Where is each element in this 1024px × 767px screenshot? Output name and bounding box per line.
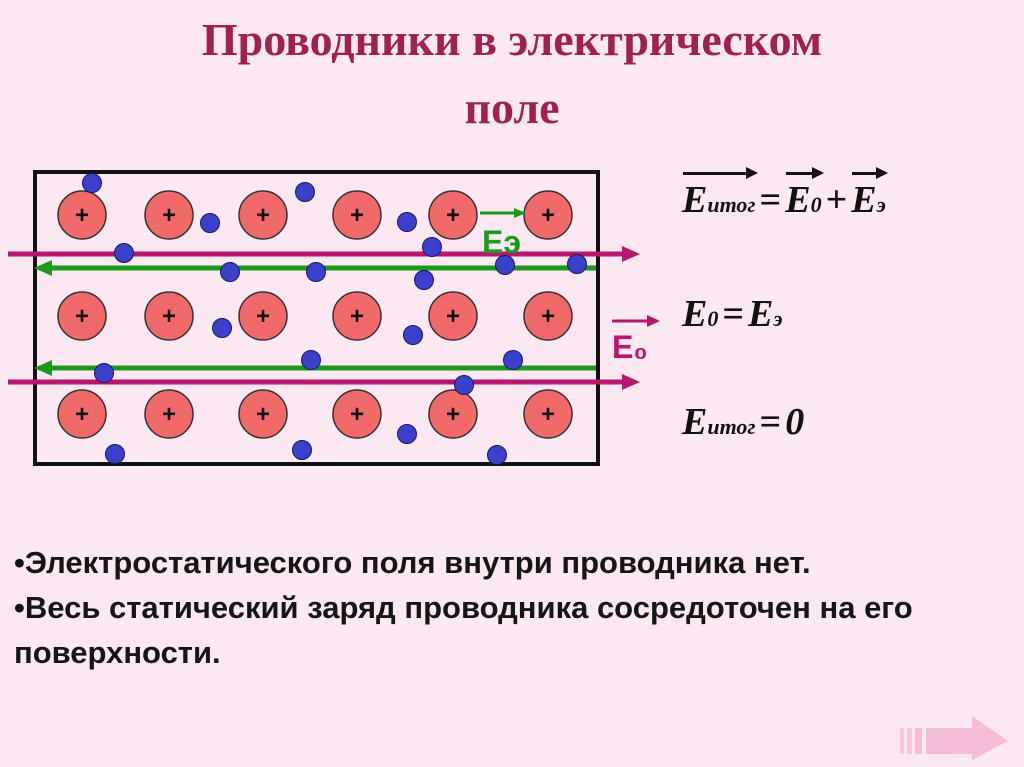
electron <box>220 262 240 282</box>
electron <box>503 350 523 370</box>
ion-plus-sign: + <box>350 303 364 330</box>
ion-plus-sign: + <box>162 202 176 229</box>
positive-ion: + <box>144 291 194 341</box>
title-line-2: поле <box>464 82 560 133</box>
positive-ion: + <box>523 190 573 240</box>
ion-plus-sign: + <box>350 401 364 428</box>
ion-plus-sign: + <box>541 303 555 330</box>
electron <box>403 325 423 345</box>
positive-ion: + <box>523 389 573 439</box>
ion-plus-sign: + <box>541 202 555 229</box>
positive-ion: + <box>57 389 107 439</box>
electron <box>397 424 417 444</box>
positive-ion: + <box>428 190 478 240</box>
induced-field-label-text: Eэ <box>482 224 521 260</box>
equation-total-zero: Eитог=0 <box>682 401 805 443</box>
external-field-label-text: E₀ <box>612 329 648 365</box>
bullet-item: •Весь статический заряд проводника сосре… <box>14 590 913 670</box>
next-arrow-icon[interactable] <box>898 712 1014 762</box>
electron <box>105 444 125 464</box>
electron <box>114 243 134 263</box>
electron <box>94 363 114 383</box>
induced-field-line-2 <box>34 360 596 376</box>
ion-plus-sign: + <box>256 202 270 229</box>
electron <box>212 318 232 338</box>
equation-total-sum: Eитог=E0+Eэ <box>682 167 888 221</box>
positive-ion: + <box>144 190 194 240</box>
positive-ion: + <box>57 291 107 341</box>
positive-ion: + <box>332 190 382 240</box>
induced-field-label: Eэ <box>480 208 526 260</box>
electron <box>495 255 515 275</box>
bullet-item: •Электростатического поля внутри проводн… <box>14 545 811 580</box>
equation-field-equality: E0=Eэ <box>682 293 783 335</box>
free-electrons <box>82 173 587 465</box>
external-field-line-1 <box>8 246 640 262</box>
electron <box>82 173 102 193</box>
electron <box>295 182 315 202</box>
ion-plus-sign: + <box>162 303 176 330</box>
conclusion-bullets: •Электростатического поля внутри проводн… <box>14 540 1004 675</box>
positive-ion: + <box>428 389 478 439</box>
electron <box>422 237 442 257</box>
conductor-diagram: + + + + + + + + + + + + + + + + + + Eэ E₀ <box>8 170 660 466</box>
slide-title: Проводники в электрическом поле <box>0 6 1024 142</box>
positive-ion: + <box>332 389 382 439</box>
electron <box>454 375 474 395</box>
positive-ion: + <box>238 190 288 240</box>
ion-plus-sign: + <box>446 202 460 229</box>
positive-ion: + <box>57 190 107 240</box>
positive-ion: + <box>332 291 382 341</box>
title-line-1: Проводники в электрическом <box>201 14 823 65</box>
ion-plus-sign: + <box>446 303 460 330</box>
positive-ion: + <box>238 291 288 341</box>
ion-plus-sign: + <box>541 401 555 428</box>
ion-plus-sign: + <box>350 202 364 229</box>
positive-ion: + <box>144 389 194 439</box>
electron <box>567 254 587 274</box>
ion-plus-sign: + <box>446 401 460 428</box>
positive-ion: + <box>428 291 478 341</box>
external-field-line-2 <box>8 374 640 390</box>
ion-plus-sign: + <box>75 303 89 330</box>
conductor-border <box>33 170 600 466</box>
ion-plus-sign: + <box>162 401 176 428</box>
positive-ions: + + + + + + + + + + + + + + + + + + <box>57 190 573 439</box>
external-field-label: E₀ <box>612 315 660 365</box>
positive-ion: + <box>238 389 288 439</box>
electron <box>397 212 417 232</box>
electron <box>487 445 507 465</box>
electron <box>200 213 220 233</box>
electron <box>306 262 326 282</box>
ion-plus-sign: + <box>75 401 89 428</box>
electron <box>301 350 321 370</box>
electron <box>292 440 312 460</box>
positive-ion: + <box>523 291 573 341</box>
electron <box>414 270 434 290</box>
ion-plus-sign: + <box>256 401 270 428</box>
ion-plus-sign: + <box>256 303 270 330</box>
ion-plus-sign: + <box>75 202 89 229</box>
